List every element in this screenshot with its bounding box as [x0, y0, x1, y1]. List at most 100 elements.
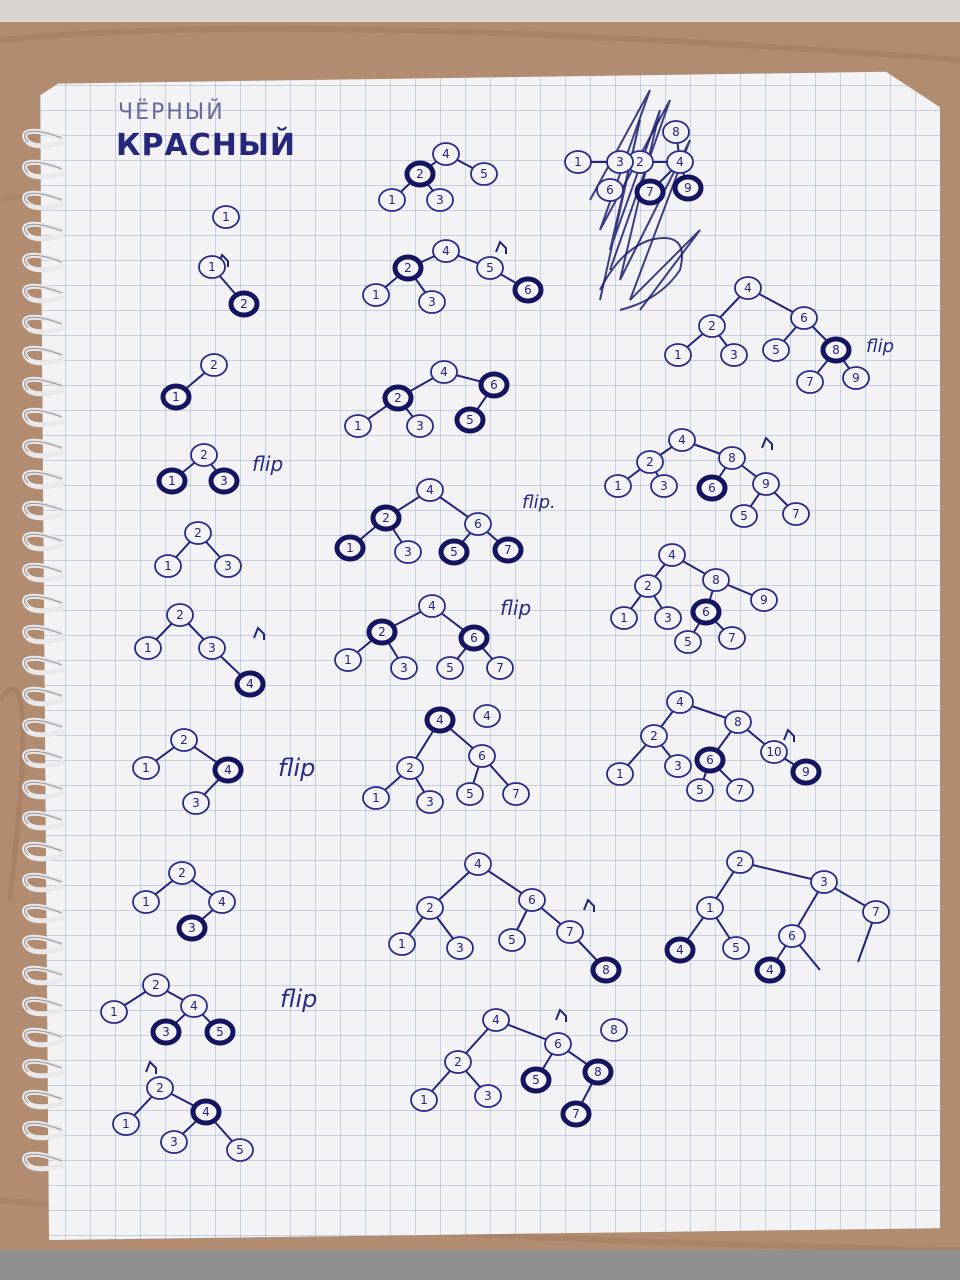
- node-value: 8: [712, 573, 720, 587]
- tree-node: 2: [416, 896, 444, 920]
- tree-node-bold: 6: [512, 276, 544, 304]
- node-value: 1: [346, 541, 354, 555]
- tree-node: 2: [444, 1050, 472, 1074]
- node-value: 3: [224, 559, 232, 573]
- tree-node: 3: [160, 1130, 188, 1154]
- node-circle: [418, 594, 446, 618]
- tree-node: 6: [464, 512, 492, 536]
- tree-node: 1: [606, 762, 634, 786]
- node-circle: [426, 188, 454, 212]
- tree-node: 3: [654, 606, 682, 630]
- node-value: 3: [192, 796, 200, 810]
- tree-node: 2: [726, 850, 754, 874]
- node-value: 6: [474, 517, 482, 531]
- node-value: 7: [566, 925, 574, 939]
- node-circle: [486, 656, 514, 680]
- node-circle: [668, 428, 696, 452]
- spiral-ring-shadow: [23, 1122, 63, 1135]
- tree-node: 1: [344, 414, 372, 438]
- node-value: 1: [674, 348, 682, 362]
- tree-node: 9: [750, 588, 778, 612]
- node-value: 2: [180, 733, 188, 747]
- node-circle: [464, 852, 492, 876]
- node-value: 7: [872, 905, 880, 919]
- tree-node: 1: [334, 648, 362, 672]
- node-circle: [406, 414, 434, 438]
- node-circle: [664, 754, 692, 778]
- node-circle: [444, 1050, 472, 1074]
- node-value: 4: [442, 244, 450, 258]
- node-value: 2: [454, 1055, 462, 1069]
- node-circle: [512, 276, 544, 304]
- node-circle: [366, 618, 398, 646]
- tree-node: 4: [464, 852, 492, 876]
- tree-node-bold: 6: [696, 474, 728, 502]
- tree-node: 6: [778, 924, 806, 948]
- tree-node: 3: [664, 754, 692, 778]
- node-value: 1: [122, 1117, 130, 1131]
- node-circle: [734, 276, 762, 300]
- spiral-ring-shadow: [23, 471, 63, 484]
- node-circle: [432, 239, 460, 263]
- node-value: 4: [678, 433, 686, 447]
- tree-node: 4: [473, 704, 501, 728]
- tree-node-bold: 6: [478, 371, 510, 399]
- tree-node: 8: [662, 120, 690, 144]
- tree-node-bold: 2: [228, 290, 260, 318]
- node-circle: [518, 888, 546, 912]
- node-circle: [150, 1018, 182, 1046]
- node-value: 6: [524, 283, 532, 297]
- node-circle: [694, 746, 726, 774]
- node-value: 9: [760, 593, 768, 607]
- spiral-ring-shadow: [23, 409, 63, 422]
- node-value: 7: [646, 185, 654, 199]
- tree-node: 3: [390, 656, 418, 680]
- tree-node: 7: [726, 778, 754, 802]
- node-circle: [212, 205, 240, 229]
- node-circle: [454, 406, 486, 434]
- node-circle: [390, 656, 418, 680]
- node-value: 6: [470, 631, 478, 645]
- node-circle: [458, 624, 490, 652]
- node-value: 4: [190, 999, 198, 1013]
- node-value: 5: [696, 783, 704, 797]
- tree-node-bold: 8: [582, 1058, 614, 1086]
- spiral-ring-shadow: [23, 626, 63, 639]
- node-value: 8: [602, 963, 610, 977]
- tree-node: 5: [456, 782, 484, 806]
- node-value: 2: [178, 866, 186, 880]
- node-circle: [726, 778, 754, 802]
- tree-node-bold: 4: [212, 756, 244, 784]
- notebook-spiral-binding: [22, 128, 65, 1172]
- tree-node-bold: 5: [204, 1018, 236, 1046]
- spiral-ring-shadow: [23, 750, 63, 763]
- node-circle: [690, 598, 722, 626]
- tree-node: 3: [426, 188, 454, 212]
- tree-node: 3: [474, 1084, 502, 1108]
- node-circle: [862, 900, 890, 924]
- node-value: 1: [574, 155, 582, 169]
- node-value: 4: [676, 155, 684, 169]
- node-value: 5: [732, 941, 740, 955]
- node-value: 7: [496, 661, 504, 675]
- rotation-arrow: [145, 1060, 157, 1074]
- node-value: 6: [554, 1037, 562, 1051]
- tree-node: 1: [154, 554, 182, 578]
- tree-node: 9: [842, 366, 870, 390]
- node-circle: [208, 890, 236, 914]
- scribble-stroke: [599, 237, 683, 311]
- node-circle: [724, 710, 752, 734]
- spiral-ring-shadow: [23, 223, 63, 236]
- tree-node: 1: [198, 255, 226, 279]
- spiral-ring-shadow: [23, 564, 63, 577]
- node-circle: [160, 383, 192, 411]
- tree-node: 4: [416, 478, 444, 502]
- node-circle: [762, 338, 790, 362]
- node-circle: [730, 504, 758, 528]
- node-value: 7: [728, 631, 736, 645]
- node-value: 5: [740, 509, 748, 523]
